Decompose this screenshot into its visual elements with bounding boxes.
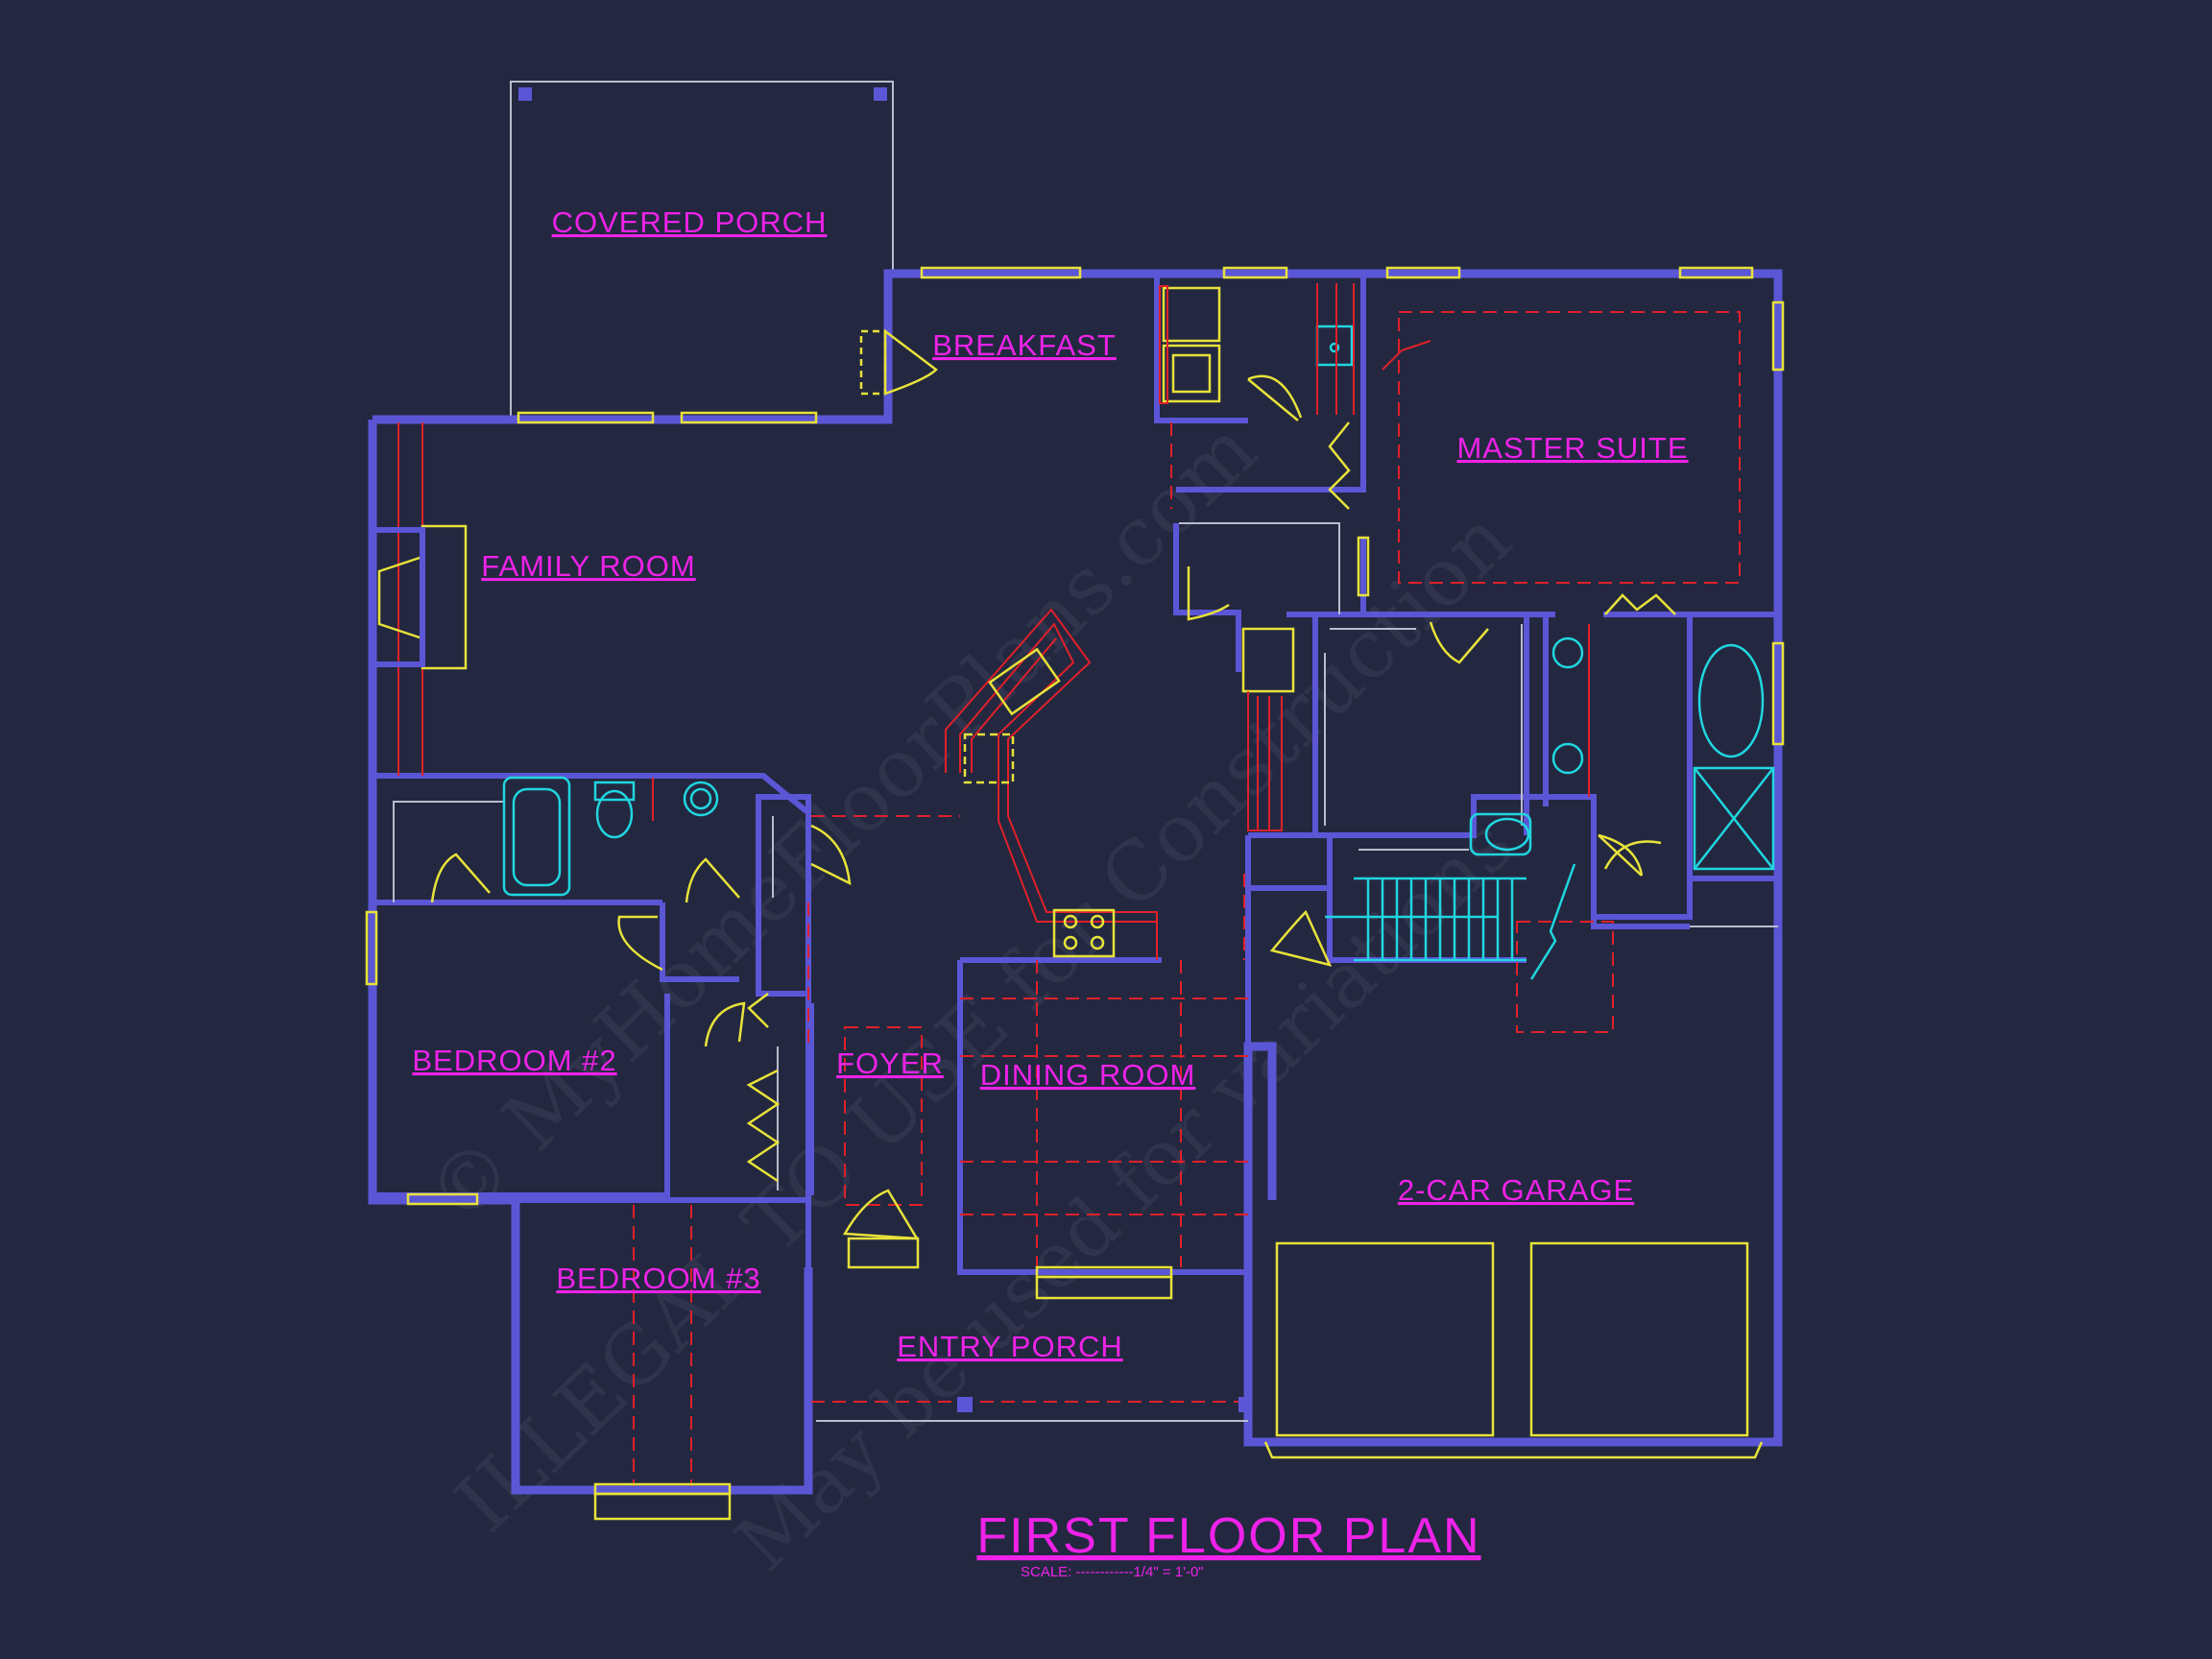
- windows: [365, 266, 1785, 1521]
- porch-posts: [957, 1397, 1250, 1412]
- laundry-area: [1159, 283, 1431, 415]
- label-entry-porch: ENTRY PORCH: [897, 1330, 1123, 1363]
- label-foyer: FOYER: [836, 1046, 944, 1080]
- kitchen-counters: [945, 608, 1295, 960]
- plan-title: FIRST FLOOR PLAN: [976, 1508, 1480, 1564]
- room-labels: COVERED PORCH BREAKFAST MASTER SUITE FAM…: [412, 205, 1688, 1363]
- bath-fixtures: [502, 624, 1775, 897]
- covered-porch-outline: [510, 81, 894, 421]
- label-bedroom-3: BEDROOM #3: [556, 1262, 760, 1295]
- label-master-suite: MASTER SUITE: [1456, 431, 1688, 465]
- exterior-walls: [368, 269, 1783, 1495]
- label-bedroom-2: BEDROOM #2: [412, 1044, 616, 1077]
- doors: [430, 328, 1764, 1459]
- label-dining-room: DINING ROOM: [980, 1058, 1196, 1092]
- label-breakfast: BREAKFAST: [932, 328, 1117, 362]
- stairs: [1325, 863, 1576, 980]
- fireplace: [373, 524, 468, 670]
- label-two-car-garage: 2-CAR GARAGE: [1398, 1173, 1634, 1207]
- label-covered-porch: COVERED PORCH: [552, 205, 828, 239]
- label-family-room: FAMILY ROOM: [481, 549, 695, 583]
- plan-scale: SCALE: ------------1/4" = 1'-0": [1021, 1564, 1204, 1580]
- title-block: FIRST FLOOR PLAN SCALE: ------------1/4"…: [976, 1508, 1480, 1580]
